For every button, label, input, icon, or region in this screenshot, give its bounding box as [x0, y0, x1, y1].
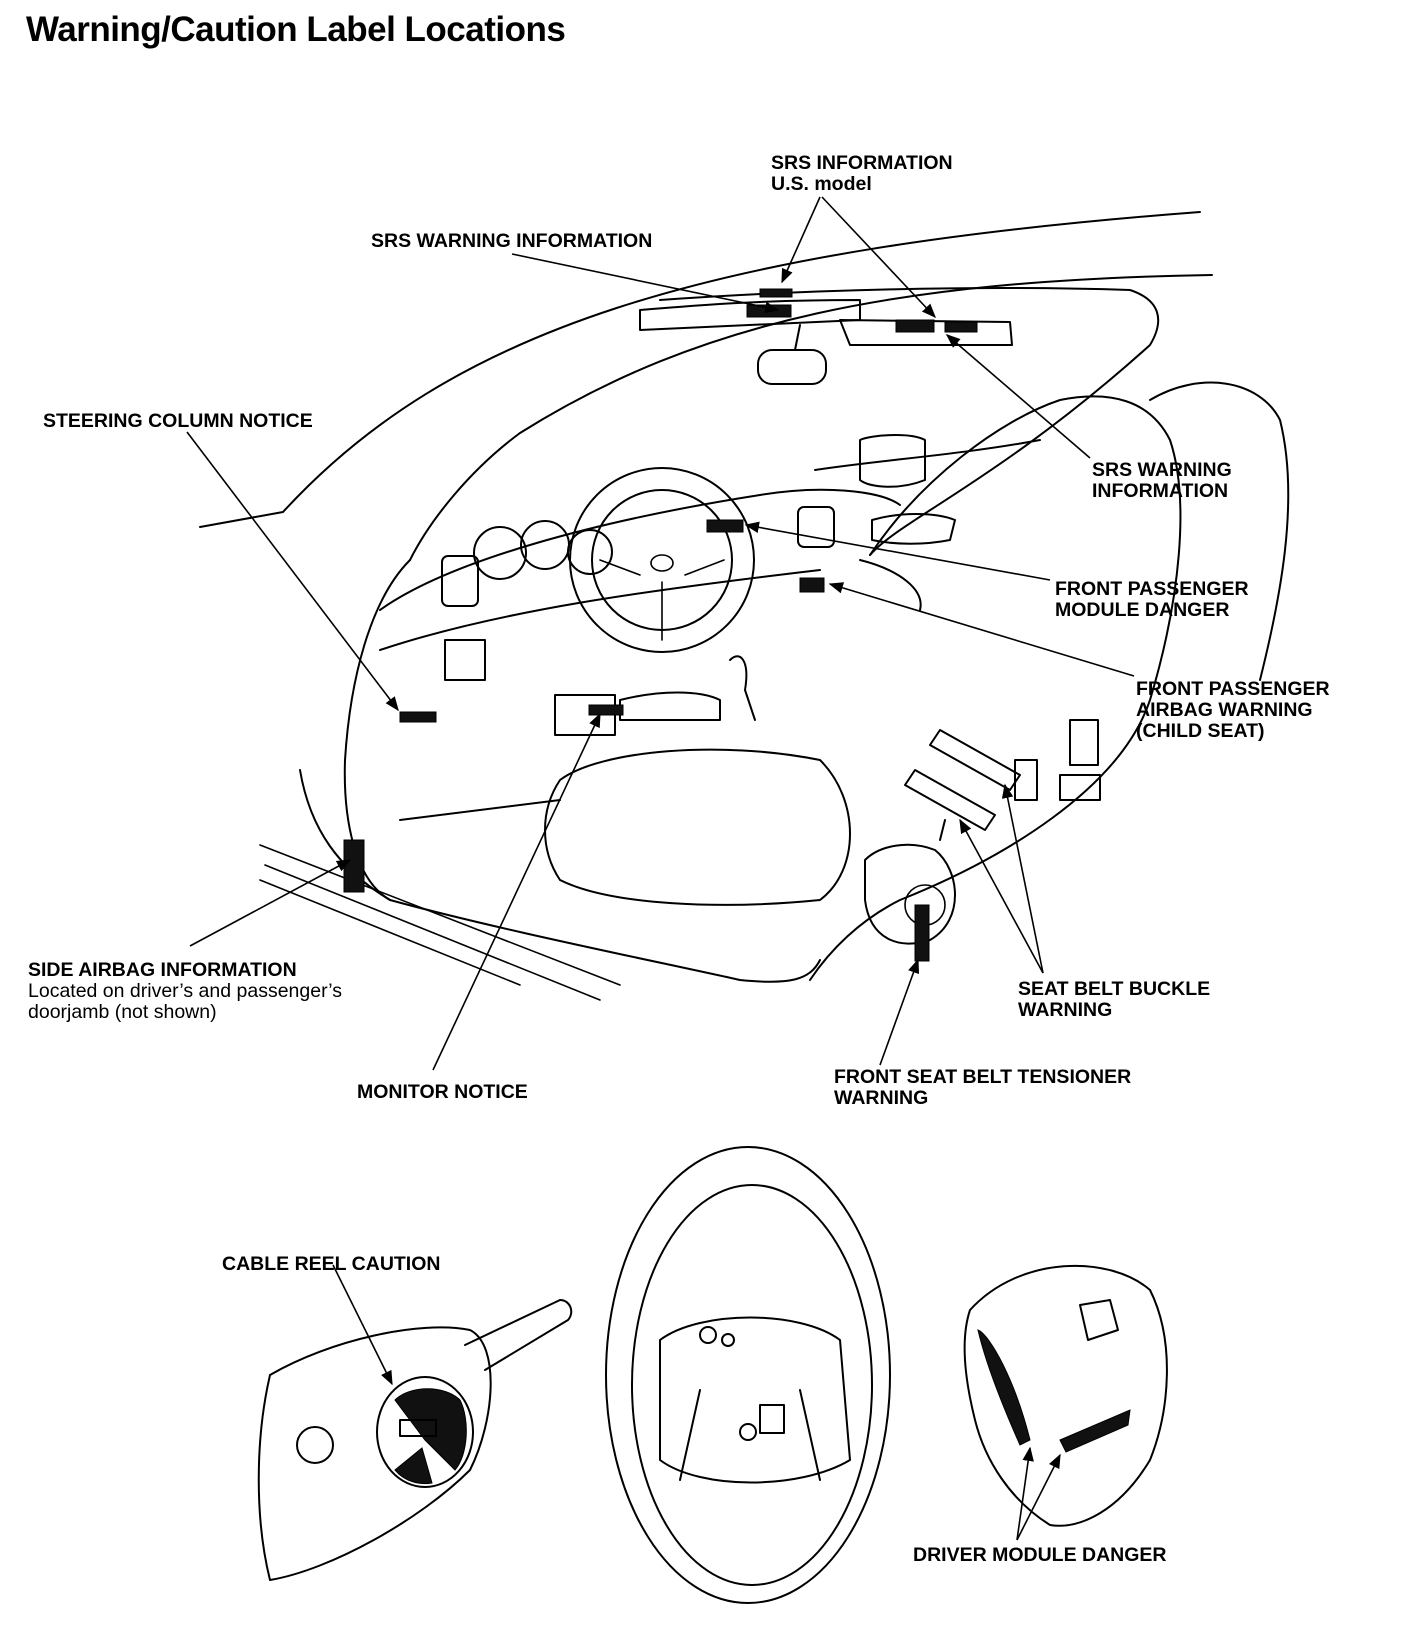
- passenger-airbag-warning-line3: (CHILD SEAT): [1136, 720, 1265, 742]
- srs-warning-information-top-label: SRS WARNING INFORMATION: [371, 230, 653, 252]
- passenger-module-danger-line1: FRONT PASSENGER: [1055, 578, 1249, 600]
- driver-module-danger-label: DRIVER MODULE DANGER: [913, 1544, 1167, 1566]
- srs-information-line1: SRS INFORMATION: [771, 152, 953, 174]
- srs-warning-information-right-label: SRS WARNING INFORMATION: [1092, 460, 1232, 502]
- tensioner-warning-line2: WARNING: [834, 1087, 929, 1109]
- cable-reel-caution-label: CABLE REEL CAUTION: [222, 1253, 441, 1275]
- seat-belt-buckle-line2: WARNING: [1018, 999, 1113, 1021]
- srs-information-line2: U.S. model: [771, 173, 872, 195]
- steering-column-notice-label: STEERING COLUMN NOTICE: [43, 410, 313, 432]
- srs-warning-right-line1: SRS WARNING: [1092, 459, 1232, 481]
- front-seat-belt-tensioner-warning-label: FRONT SEAT BELT TENSIONER WARNING: [834, 1067, 1131, 1109]
- srs-warning-right-line2: INFORMATION: [1092, 480, 1229, 502]
- side-airbag-information-label: SIDE AIRBAG INFORMATION Located on drive…: [28, 960, 342, 1023]
- side-airbag-line3: doorjamb (not shown): [28, 1001, 217, 1023]
- leader-driver-module-2: [1016, 1453, 1061, 1541]
- page-title: Warning/Caution Label Locations: [26, 10, 566, 49]
- front-passenger-airbag-warning-label: FRONT PASSENGER AIRBAG WARNING (CHILD SE…: [1136, 679, 1330, 742]
- leader-lines-interior: [186, 196, 1135, 1071]
- seat-belt-buckle-warning-label: SEAT BELT BUCKLE WARNING: [1018, 979, 1210, 1021]
- srs-information-label: SRS INFORMATION U.S. model: [771, 153, 953, 195]
- cable-reel-illustration: [257, 1299, 573, 1581]
- side-airbag-line2: Located on driver’s and passenger’s: [28, 980, 343, 1002]
- seat-belt-buckle-line1: SEAT BELT BUCKLE: [1018, 978, 1211, 1000]
- front-passenger-module-danger-label: FRONT PASSENGER MODULE DANGER: [1055, 579, 1249, 621]
- passenger-airbag-warning-line1: FRONT PASSENGER: [1136, 678, 1330, 700]
- car-interior-illustration: [199, 211, 1290, 1001]
- passenger-airbag-warning-line2: AIRBAG WARNING: [1136, 699, 1313, 721]
- tensioner-warning-line1: FRONT SEAT BELT TENSIONER: [834, 1066, 1132, 1088]
- steering-wheel-illustration: [605, 1146, 891, 1604]
- driver-airbag-module-illustration: [963, 1264, 1168, 1527]
- leader-driver-module-1: [1016, 1446, 1034, 1541]
- side-airbag-line1: SIDE AIRBAG INFORMATION: [28, 959, 297, 981]
- leader-cable-reel: [332, 1264, 393, 1386]
- passenger-module-danger-line2: MODULE DANGER: [1055, 599, 1230, 621]
- monitor-notice-label: MONITOR NOTICE: [357, 1081, 528, 1103]
